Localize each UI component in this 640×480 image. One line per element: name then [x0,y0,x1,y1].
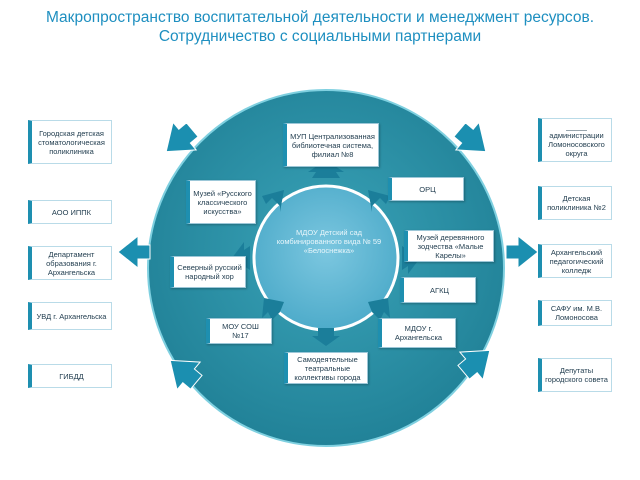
outer-arrows [117,121,539,391]
node-pedagogical-college: Архангельский педагогический колледж [538,244,612,278]
node-mdou-arkhangelsk: МДОУ г. Архангельска [378,318,456,348]
node-aoo-ippk: АОО ИППК [28,200,112,224]
node-lomonosov-administration: _____ администрации Ломоносовского округ… [538,118,612,162]
node-orc: ОРЦ [388,177,464,201]
node-museum-russian-art: Музей «Русского классического искусства» [186,180,256,224]
title-line-2: Сотрудничество с социальными партнерами [158,28,482,45]
page-title: Макропространство воспитательной деятель… [0,8,640,46]
center-node-label: МДОУ Детский сад комбинированного вида №… [276,228,382,255]
node-theatre-groups: Самодеятельные театральные коллективы го… [284,352,368,384]
node-dental-clinic: Городская детская стоматологическая поли… [28,120,112,164]
node-agkc: АГКЦ [400,277,476,303]
node-museum-malye-karely: Музей деревянного зодчества «Малые Карел… [404,230,494,262]
node-city-deputies: Депутаты городского совета [538,358,612,392]
node-mou-sosh-17: МОУ СОШ №17 [206,318,272,344]
node-gibdd: ГИБДД [28,364,112,388]
node-education-department: Департамент образования г. Архангельска [28,246,112,280]
node-safu: САФУ им. М.В. Ломоносова [538,300,612,326]
node-childrens-clinic-2: Детская поликлиника №2 [538,186,612,220]
node-northern-choir: Северный русский народный хор [170,256,246,288]
node-library: МУП Централизованная библиотечная систем… [283,123,379,167]
node-uvd: УВД г. Архангельска [28,302,112,330]
title-line-1: Макропространство воспитательной деятель… [45,9,595,26]
